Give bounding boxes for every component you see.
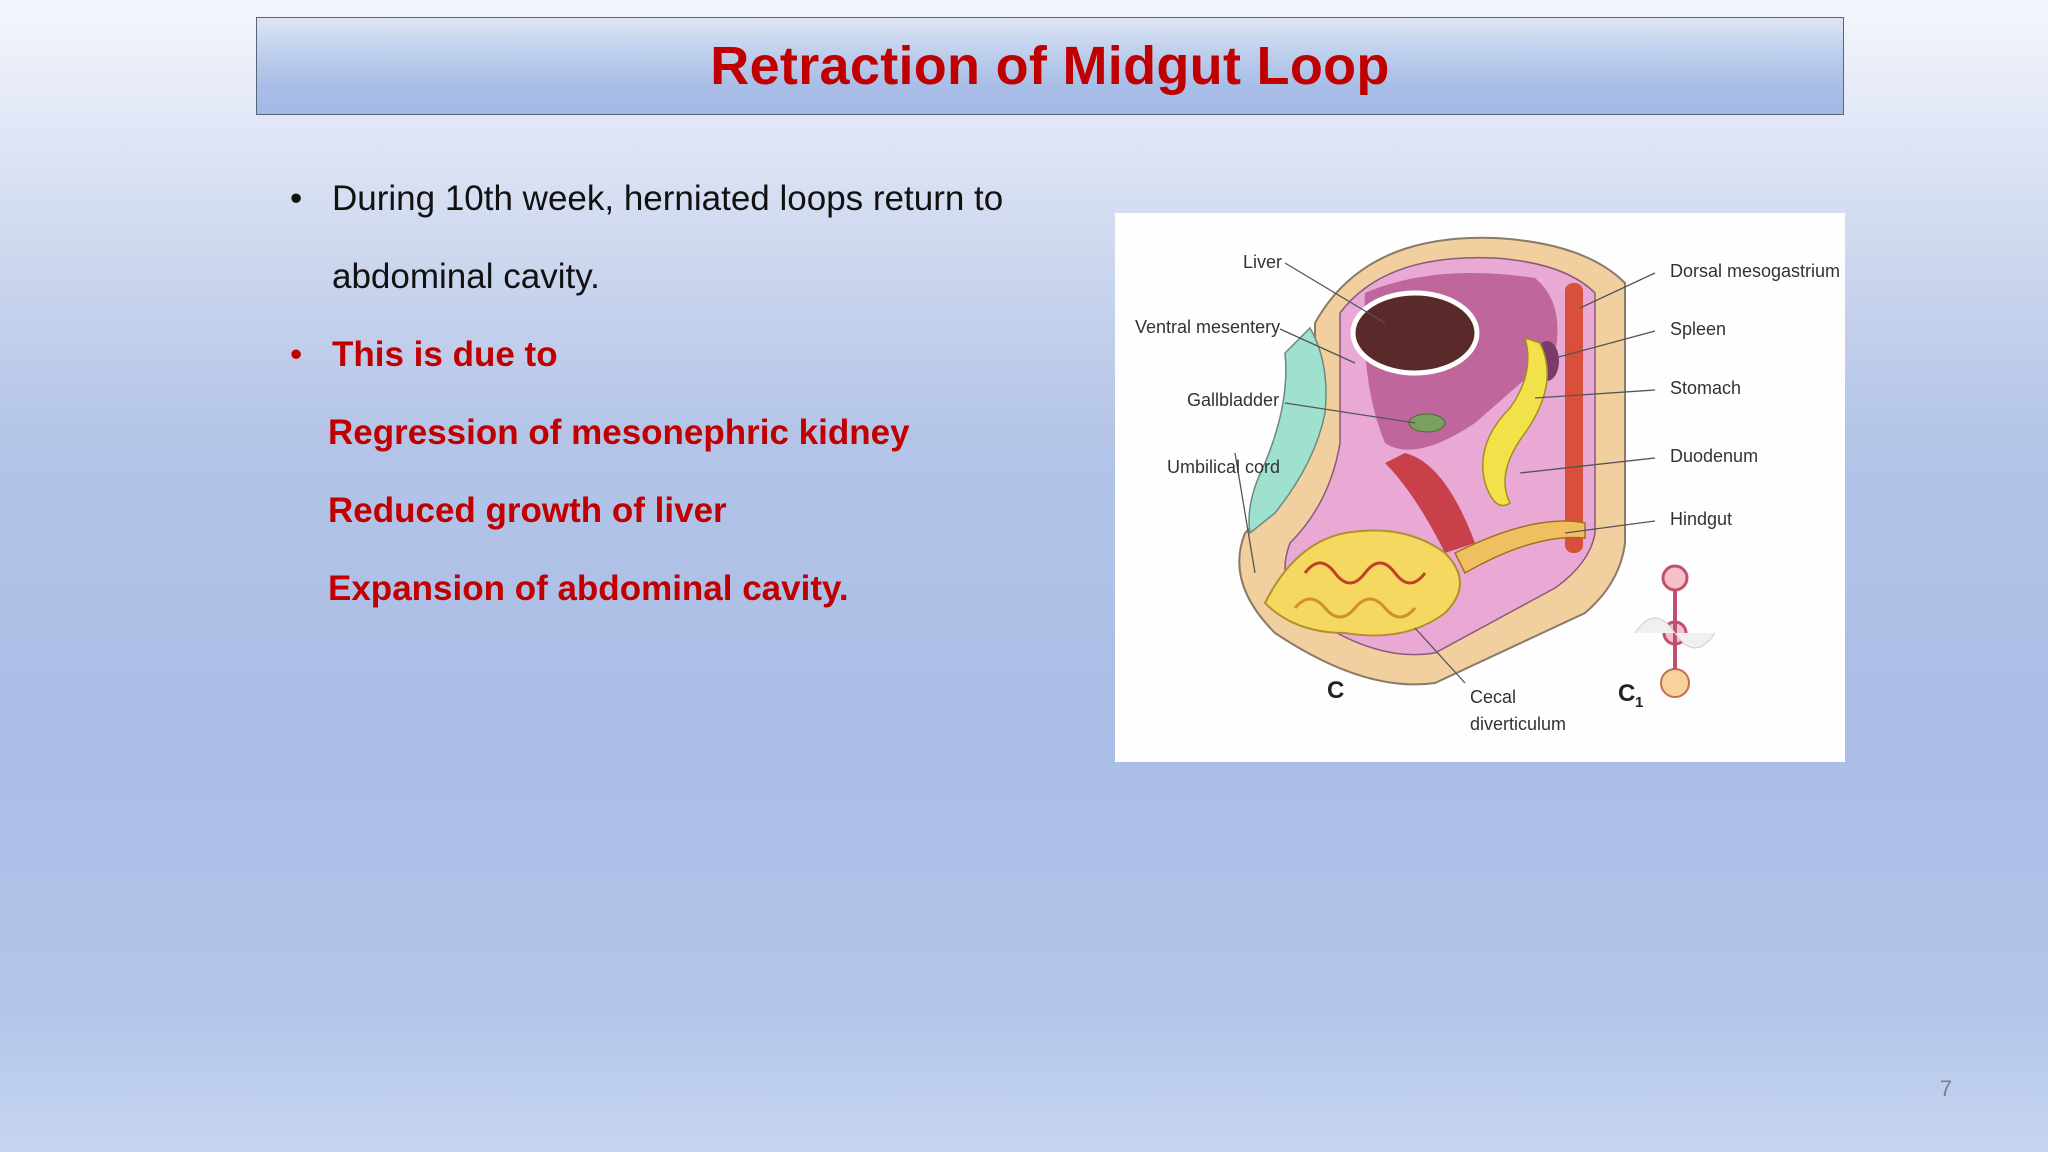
content-body: • During 10th week, herniated loops retur… [290,160,1090,628]
cause-item: Expansion of abdominal cavity. [328,569,849,608]
bullet-item: • This is due to [290,316,1090,394]
cause-item: Regression of mesonephric kidney [328,413,910,452]
page-number: 7 [1939,1076,1952,1101]
label-liver: Liver [1243,252,1282,272]
label-spleen: Spleen [1670,319,1726,339]
label-cecal: Cecal [1470,687,1516,707]
label-dorsal-mesogastrium: Dorsal mesogastrium [1670,261,1840,281]
cause-item: Reduced growth of liver [328,491,727,530]
label-ventral-mesentery: Ventral mesentery [1135,317,1280,337]
title-banner: Retraction of Midgut Loop [256,17,1844,115]
label-umbilical-cord: Umbilical cord [1167,457,1280,477]
label-duodenum: Duodenum [1670,446,1758,466]
label-hindgut: Hindgut [1670,509,1732,529]
bullet-icon: • [290,179,303,218]
bullet-icon: • [290,335,303,374]
bullet-text: During 10th week, herniated loops return… [332,179,1004,218]
bullet-continuation: abdominal cavity. [332,257,600,296]
slide-title: Retraction of Midgut Loop [710,36,1390,96]
label-diverticulum: diverticulum [1470,714,1566,734]
panel-label-c1: C [1618,680,1635,707]
label-gallbladder: Gallbladder [1187,390,1279,410]
label-stomach: Stomach [1670,378,1741,398]
panel-label-c: C [1327,677,1344,704]
bullet-text: This is due to [332,335,558,374]
midgut-diagram: Liver Ventral mesentery Gallbladder Umbi… [1135,236,1840,734]
panel-label-c1-subscript: 1 [1635,694,1643,711]
bullet-item: • During 10th week, herniated loops retur… [290,160,1090,238]
anatomy-figure: Liver Ventral mesentery Gallbladder Umbi… [1115,213,1845,762]
